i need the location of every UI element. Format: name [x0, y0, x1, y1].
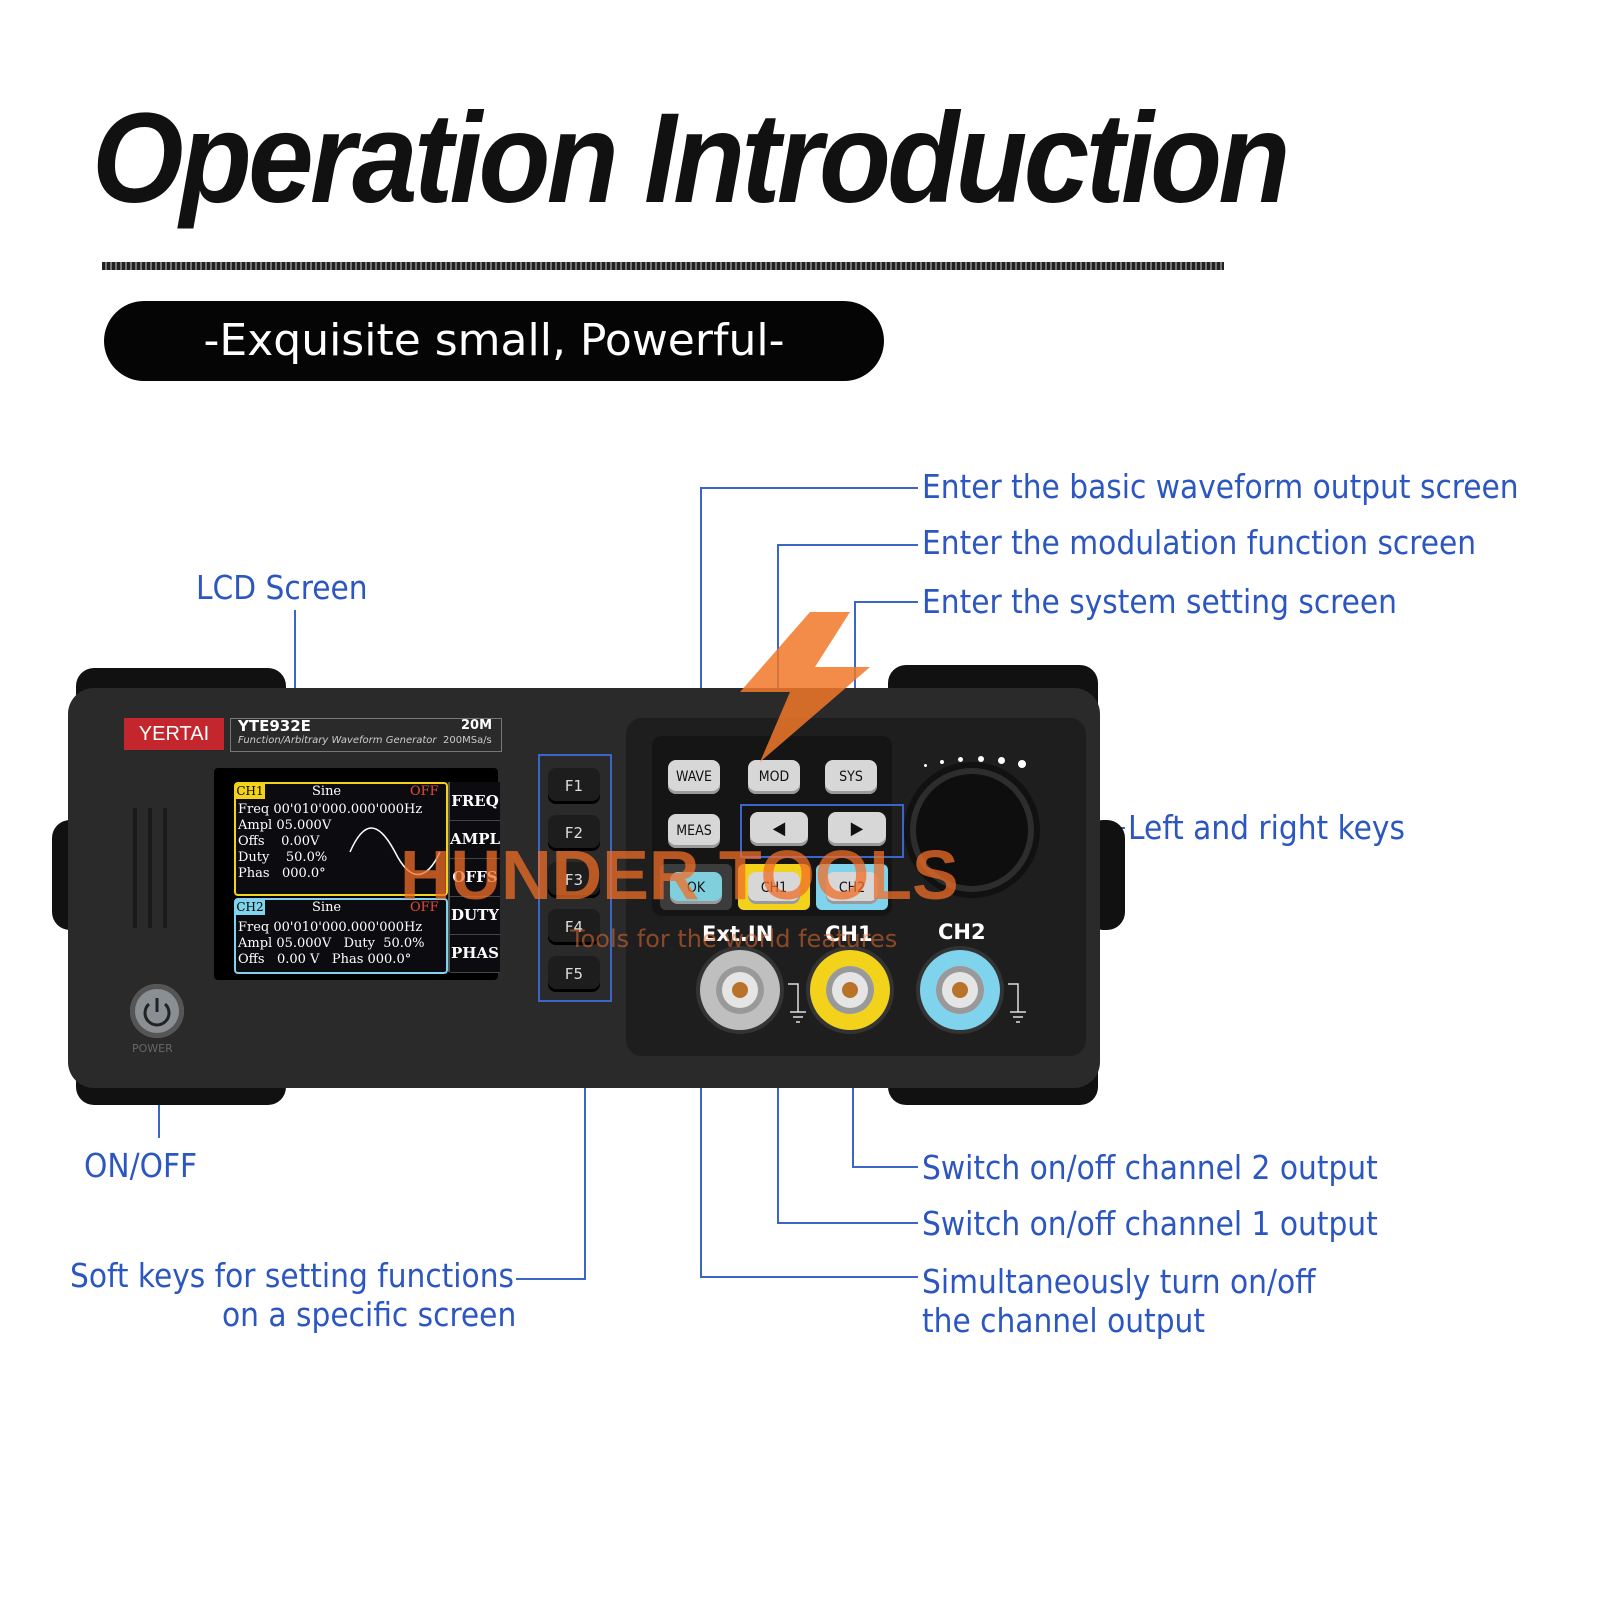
left-arrow-key[interactable]: ◀: [750, 812, 808, 846]
ok-leader-v: [700, 900, 702, 1278]
softkeys-leader-h: [516, 1278, 586, 1280]
ch2-state: OFF: [410, 900, 439, 915]
ch1-connector[interactable]: [810, 950, 890, 1030]
ch1-offs: Offs 0.00V: [238, 834, 320, 849]
f1-key[interactable]: F1: [548, 768, 600, 804]
ch2-row3: Offs 0.00 V Phas 000.0°: [238, 952, 412, 967]
groove: [148, 808, 152, 928]
ch2-key[interactable]: CH2: [826, 872, 878, 904]
right-arrow-key[interactable]: ▶: [828, 812, 886, 846]
ext-in-label: Ext.IN: [702, 922, 774, 946]
ch1-state: OFF: [410, 784, 439, 799]
arrow-key-frame: [740, 804, 904, 858]
ext-in-connector[interactable]: [700, 950, 780, 1030]
fkey-frame: [538, 754, 612, 1002]
softkey-label-freq: FREQ: [450, 782, 500, 821]
softkey-label-ampl: AMPL: [450, 820, 500, 859]
callout-wave: Enter the basic waveform output screen: [922, 467, 1519, 506]
ch1-ampl: Ampl 05.000V: [238, 818, 332, 833]
callout-ch2: Switch on/off channel 2 output: [922, 1148, 1378, 1187]
f5-key[interactable]: F5: [548, 956, 600, 992]
sys-key[interactable]: SYS: [825, 760, 877, 794]
model-name: YTE932E: [238, 717, 311, 735]
ch1-wave: Sine: [312, 784, 342, 799]
ch2-wave: Sine: [312, 900, 342, 915]
ch1-port-label: CH1: [825, 922, 873, 946]
subtitle-pill: -Exquisite small, Powerful-: [104, 301, 884, 381]
ch1-tag: CH1: [235, 783, 265, 799]
f4-key[interactable]: F4: [548, 909, 600, 945]
softkey-label-phas: PHAS: [450, 934, 500, 973]
lcd-screen: CH1 Sine OFF Freq 00'010'000.000'000Hz A…: [214, 768, 500, 980]
model-strip: [230, 718, 502, 752]
softkey-label-column: FREQ AMPL OFFS DUTY PHAS: [448, 782, 500, 973]
callout-softkeys-line1: Soft keys for setting functions: [70, 1256, 515, 1295]
f2-key[interactable]: F2: [548, 815, 600, 851]
ground-icon: [788, 983, 806, 1023]
groove: [163, 808, 167, 928]
ch1-duty: Duty 50.0%: [238, 850, 328, 865]
ch2-port-label: CH2: [938, 920, 986, 944]
rotary-knob[interactable]: [916, 774, 1028, 886]
meas-key[interactable]: MEAS: [668, 814, 720, 848]
callout-sys: Enter the system setting screen: [922, 582, 1398, 621]
power-button[interactable]: [130, 984, 184, 1038]
callout-on-off: ON/OFF: [84, 1146, 198, 1185]
wave-key[interactable]: WAVE: [668, 760, 720, 794]
callout-lcd-screen: LCD Screen: [196, 568, 368, 607]
ch2-panel: CH2 Sine OFF Freq 00'010'000.000'000Hz A…: [234, 898, 448, 974]
sample-rate-label: 200MSa/s: [443, 735, 492, 746]
title-divider: [102, 262, 1224, 270]
softkey-label-offs: OFFS: [450, 858, 500, 897]
ok-key[interactable]: OK: [670, 872, 722, 904]
groove: [133, 808, 137, 928]
bandwidth-label: 20M: [461, 718, 493, 733]
wave-leader-v: [700, 487, 702, 757]
page-title: Operation Introduction: [92, 87, 1290, 230]
mod-key[interactable]: MOD: [748, 760, 800, 794]
ch1-freq: Freq 00'010'000.000'000Hz: [238, 802, 423, 817]
ch1-phas: Phas 000.0°: [238, 866, 326, 881]
callout-ok-line1: Simultaneously turn on/off: [922, 1262, 1316, 1301]
watermark-name: HUNDER TOOLS: [400, 836, 959, 914]
ch2-row2: Ampl 05.000V Duty 50.0%: [238, 936, 425, 951]
callout-ok-line2: the channel output: [922, 1301, 1205, 1340]
ch1-sine-preview: [349, 827, 441, 876]
waveform-generator: YERTAI YTE932E Function/Arbitrary Wavefo…: [68, 688, 1100, 1088]
ok-leader-h: [700, 1276, 918, 1278]
watermark-bolt-icon: [740, 612, 870, 762]
model-description: Function/Arbitrary Waveform Generator: [238, 735, 437, 746]
brand-logo: YERTAI: [124, 718, 224, 750]
mod-leader-h: [777, 544, 918, 546]
ch2-tag: CH2: [235, 899, 265, 915]
f3-key[interactable]: F3: [548, 862, 600, 898]
callout-left-right: Left and right keys: [1128, 808, 1405, 847]
callout-ch1: Switch on/off channel 1 output: [922, 1204, 1378, 1243]
ch2-freq: Freq 00'010'000.000'000Hz: [238, 920, 423, 935]
ch2-connector[interactable]: [920, 950, 1000, 1030]
ch1-panel: CH1 Sine OFF Freq 00'010'000.000'000Hz A…: [234, 782, 448, 896]
power-label: POWER: [132, 1042, 173, 1055]
softkey-label-duty: DUTY: [450, 896, 500, 935]
ch2-leader-h: [852, 1166, 918, 1168]
power-icon: [143, 998, 171, 1027]
callout-softkeys-line2: on a specific screen: [222, 1295, 517, 1334]
watermark-tagline: Tools for the world features: [570, 925, 898, 953]
softkeys-leader-v: [584, 1000, 586, 1280]
callout-mod: Enter the modulation function screen: [922, 523, 1477, 562]
knob-indicator-dots: [918, 750, 1048, 770]
ch1-leader-h: [777, 1222, 918, 1224]
wave-leader-h: [700, 487, 918, 489]
sys-leader-h: [854, 601, 918, 603]
ch1-key[interactable]: CH1: [748, 872, 800, 904]
ground-icon: [1008, 983, 1026, 1023]
